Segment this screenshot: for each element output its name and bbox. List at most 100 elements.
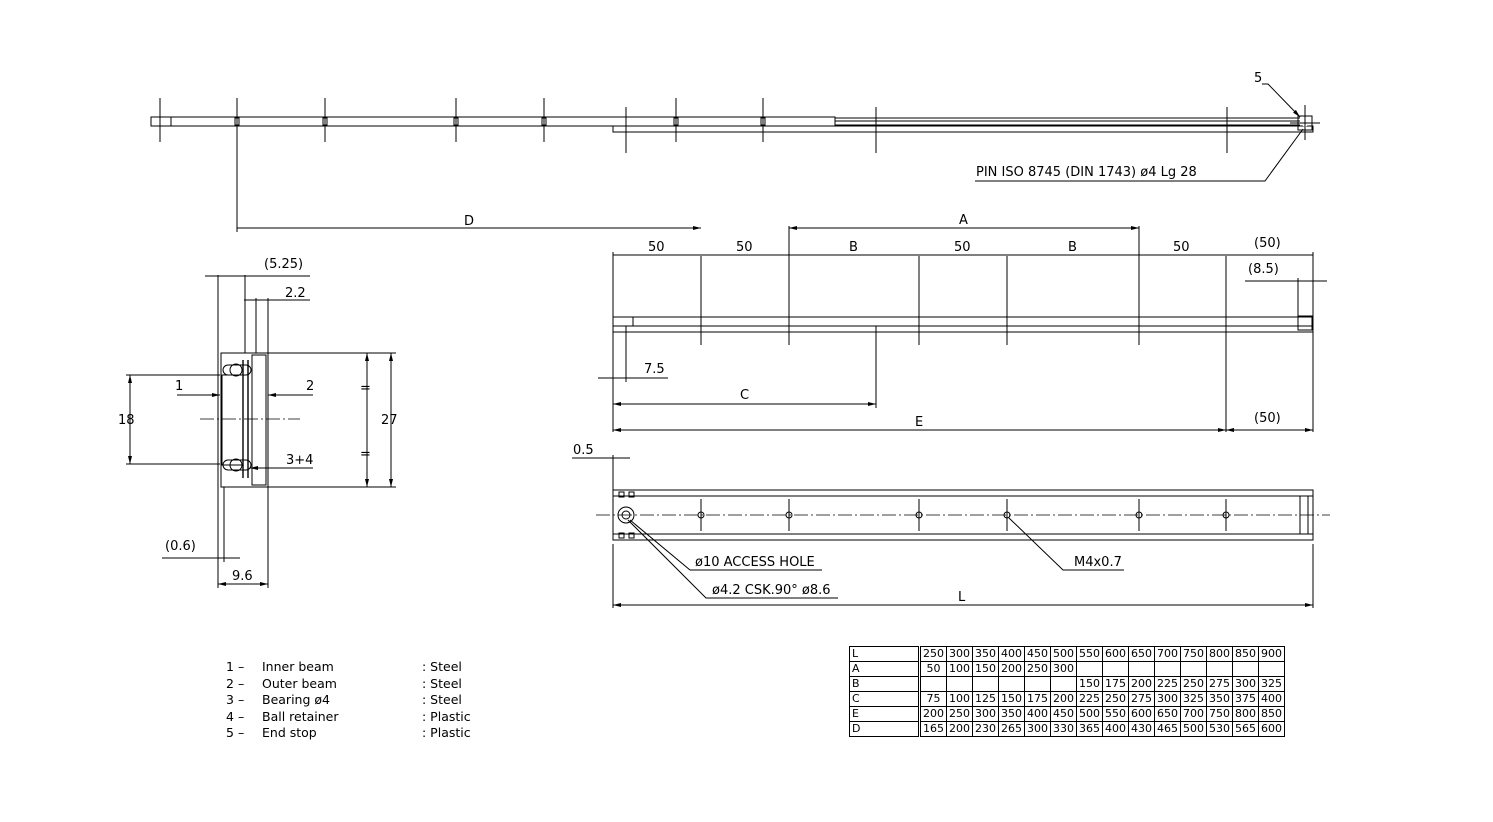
countersink-callout: ø4.2 CSK.90° ø8.6 <box>712 583 831 598</box>
table-cell: 600 <box>1102 646 1129 662</box>
table-cell: 275 <box>1206 676 1233 692</box>
table-cell: 400 <box>1024 706 1051 722</box>
table-cell: 700 <box>1154 646 1181 662</box>
table-cell: 175 <box>1024 691 1051 707</box>
table-cell: 650 <box>1154 706 1181 722</box>
dim-equal-bottom: = <box>360 447 371 462</box>
table-cell: 500 <box>1050 646 1077 662</box>
dim-tail: (50) <box>1254 411 1281 426</box>
table-cell: 150 <box>1076 676 1103 692</box>
table-cell: 400 <box>998 646 1025 662</box>
table-cell: 230 <box>972 721 999 737</box>
table-cell <box>998 676 1025 692</box>
legend-name: Outer beam <box>262 675 337 691</box>
dim-seg4: 50 <box>954 240 971 255</box>
table-cell <box>1154 661 1181 677</box>
legend-dash: – <box>237 675 245 691</box>
legend-name: Ball retainer <box>262 708 339 724</box>
dim-start-offset: 7.5 <box>644 362 665 377</box>
table-cell: 175 <box>1102 676 1129 692</box>
dim-height-inner: 18 <box>118 413 135 428</box>
row-label: E <box>849 706 921 722</box>
row-label: C <box>849 691 921 707</box>
cross-section: (5.25) 2.2 18 = = 27 1 2 3+4 (0.6) 9.6 <box>118 257 398 588</box>
table-cell: 75 <box>919 691 947 707</box>
table-cell: 300 <box>972 706 999 722</box>
table-cell: 600 <box>1258 721 1285 737</box>
legend-dash: – <box>237 708 245 724</box>
legend-material: : Steel <box>422 659 462 674</box>
table-cell: 700 <box>1180 706 1207 722</box>
table-cell: 365 <box>1076 721 1103 737</box>
table-cell: 350 <box>1206 691 1233 707</box>
row-label: A <box>849 661 921 677</box>
table-cell: 265 <box>998 721 1025 737</box>
table-cell: 200 <box>998 661 1025 677</box>
table-cell: 650 <box>1128 646 1155 662</box>
legend-dash: – <box>237 659 245 674</box>
dim-seg5-B: B <box>1068 240 1077 255</box>
table-cell: 750 <box>1180 646 1207 662</box>
table-cell <box>1232 661 1259 677</box>
dim-width-total: (5.25) <box>264 257 303 272</box>
table-cell: 325 <box>1180 691 1207 707</box>
dim-gap: (0.6) <box>165 539 196 554</box>
table-cell: 600 <box>1128 706 1155 722</box>
end-stop-ref-label: 5 <box>1254 71 1262 86</box>
table-cell: 50 <box>919 661 947 677</box>
thread-callout: M4x0.7 <box>1074 555 1122 570</box>
table-cell: 900 <box>1258 646 1285 662</box>
dim-end-offset: (8.5) <box>1248 262 1279 277</box>
bottom-view: 0.5 ø10 ACCESS HOLE ø4.2 CSK.90° ø8.6 M4… <box>572 443 1330 608</box>
dim-width-inner: 2.2 <box>285 286 306 301</box>
dim-seg3-B: B <box>849 240 858 255</box>
row-label: D <box>849 721 921 737</box>
table-cell: 350 <box>972 646 999 662</box>
table-cell: 500 <box>1076 706 1103 722</box>
table-cell: 400 <box>1258 691 1285 707</box>
legend-dash: – <box>237 692 245 707</box>
table-cell: 100 <box>946 691 973 707</box>
legend-row: 5 –End stop: Plastic <box>226 725 471 742</box>
table-cell: 550 <box>1076 646 1103 662</box>
table-cell: 500 <box>1180 721 1207 737</box>
table-cell: 375 <box>1232 691 1259 707</box>
table-cell <box>1050 676 1077 692</box>
dim-seg7: (50) <box>1254 236 1281 251</box>
dim-width: 9.6 <box>232 569 253 584</box>
table-cell: 100 <box>946 661 973 677</box>
dim-L-label: L <box>958 590 966 605</box>
table-cell: 250 <box>1102 691 1129 707</box>
dim-seg2: 50 <box>736 240 753 255</box>
legend-num: 2 <box>226 675 234 691</box>
table-cell: 800 <box>1206 646 1233 662</box>
dim-seg1: 50 <box>648 240 665 255</box>
legend-material: : Steel <box>422 675 462 691</box>
table-cell: 350 <box>998 706 1025 722</box>
part-2-label: 2 <box>306 379 314 394</box>
legend-material: : Plastic <box>422 708 471 724</box>
dim-C-label: C <box>740 388 749 403</box>
table-cell: 225 <box>1154 676 1181 692</box>
table-cell: 165 <box>919 721 947 737</box>
access-hole-callout: ø10 ACCESS HOLE <box>695 555 815 570</box>
legend-num: 4 <box>226 708 234 724</box>
table-cell <box>1206 661 1233 677</box>
dim-seg6: 50 <box>1173 240 1190 255</box>
table-cell: 200 <box>919 706 947 722</box>
table-cell: 850 <box>1258 706 1285 722</box>
table-cell: 200 <box>946 721 973 737</box>
table-cell: 275 <box>1128 691 1155 707</box>
side-view: A 50 50 B 50 B 50 (50) (8.5) 7.5 C E (50… <box>598 213 1327 432</box>
table-cell: 125 <box>972 691 999 707</box>
table-cell: 450 <box>1024 646 1051 662</box>
dim-A-label: A <box>959 213 968 228</box>
row-label: L <box>849 646 921 662</box>
table-cell: 250 <box>1024 661 1051 677</box>
legend-num: 1 <box>226 659 234 674</box>
table-cell: 450 <box>1050 706 1077 722</box>
